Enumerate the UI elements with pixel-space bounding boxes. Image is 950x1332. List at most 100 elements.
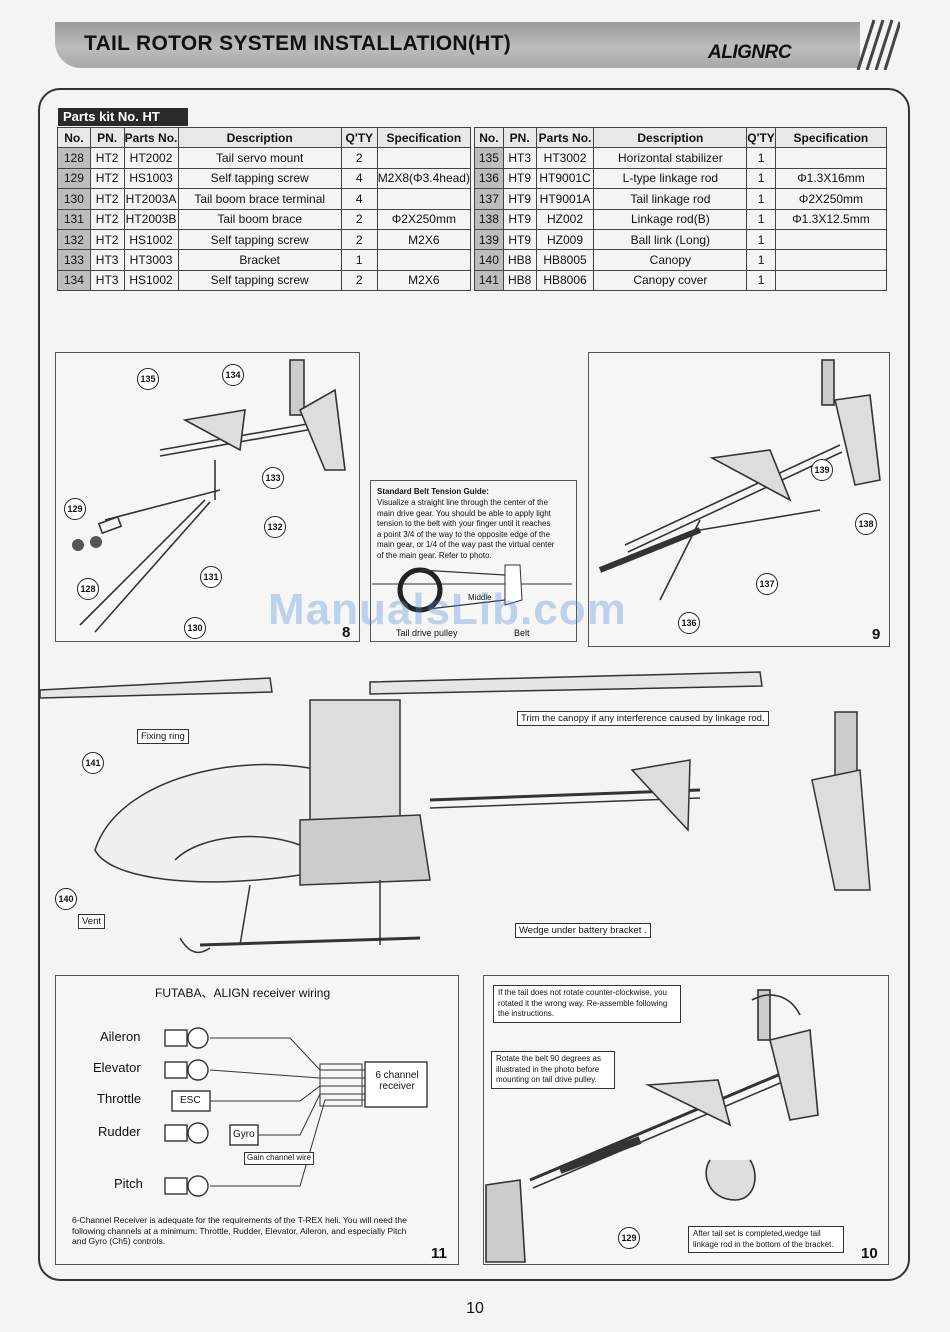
esc-label: ESC bbox=[180, 1095, 201, 1106]
table-cell: 138 bbox=[474, 208, 504, 230]
table-cell: Self tapping screw bbox=[177, 269, 342, 292]
wedge-rod-note: After tail set is completed,wedge tail l… bbox=[688, 1226, 844, 1253]
channel-aileron: Aileron bbox=[100, 1029, 141, 1044]
callout-139: 139 bbox=[811, 459, 833, 481]
table-cell: Horizontal stabilizer bbox=[593, 147, 748, 169]
col-parts-no: Parts No. bbox=[535, 126, 595, 149]
table-header-row: No. PN. Parts No. Description Q'TY Speci… bbox=[57, 126, 472, 149]
table-cell: 133 bbox=[57, 249, 91, 271]
wiring-title: FUTABA、ALIGN receiver wiring bbox=[155, 986, 331, 1000]
callout-131: 131 bbox=[200, 566, 222, 588]
table-cell: 2 bbox=[340, 269, 378, 292]
table-cell: 137 bbox=[474, 188, 504, 210]
table-cell: Φ2X250mm bbox=[376, 208, 472, 230]
header-bar bbox=[55, 22, 860, 68]
col-qty: Q'TY bbox=[746, 126, 776, 149]
wedge-label: Wedge under battery bracket . bbox=[515, 923, 651, 938]
belt-guide-title: Standard Belt Tension Guide: bbox=[377, 487, 489, 496]
parts-table-left: No. PN. Parts No. Description Q'TY Speci… bbox=[57, 126, 472, 292]
vent-label: Vent bbox=[78, 914, 106, 929]
table-cell: 130 bbox=[57, 188, 91, 210]
table-cell: HT2 bbox=[89, 167, 125, 190]
gain-channel-label: Gain channel wire bbox=[244, 1152, 315, 1165]
receiver-label: 6 channel receiver bbox=[375, 1070, 419, 1092]
table-cell: 132 bbox=[57, 228, 91, 251]
table-cell: HT3003 bbox=[123, 249, 179, 271]
channel-rudder: Rudder bbox=[98, 1124, 141, 1139]
table-cell: 134 bbox=[57, 269, 91, 292]
table-header-row: No. PN. Parts No. Description Q'TY Speci… bbox=[474, 126, 888, 149]
table-cell: HS1002 bbox=[123, 228, 179, 251]
step-number: 8 bbox=[342, 624, 351, 641]
col-description: Description bbox=[593, 126, 748, 149]
step-number: 11 bbox=[431, 1245, 447, 1262]
table-cell: 128 bbox=[57, 147, 91, 169]
table-cell: HT2003B bbox=[123, 208, 179, 230]
table-cell: Φ2X250mm bbox=[774, 188, 888, 210]
channel-pitch: Pitch bbox=[114, 1176, 143, 1191]
table-cell: 129 bbox=[57, 167, 91, 190]
trim-canopy-label: Trim the canopy if any interference caus… bbox=[517, 711, 769, 726]
belt-label: Belt bbox=[514, 628, 530, 638]
step-11-panel bbox=[55, 975, 459, 1265]
col-pn: PN. bbox=[89, 126, 125, 149]
callout-133: 133 bbox=[262, 467, 284, 489]
table-cell: HS1002 bbox=[123, 269, 179, 292]
table-cell: HT3 bbox=[89, 269, 125, 292]
fixing-ring-label: Fixing ring bbox=[137, 729, 189, 744]
watermark: ManualsLib.com bbox=[268, 585, 627, 634]
gyro-label: Gyro bbox=[233, 1129, 255, 1140]
step-number: 10 bbox=[861, 1245, 878, 1262]
col-no: No. bbox=[474, 126, 504, 149]
callout-132: 132 bbox=[264, 516, 286, 538]
table-cell: Canopy cover bbox=[593, 269, 748, 292]
table-cell: HT3 bbox=[89, 249, 125, 271]
page-title: TAIL ROTOR SYSTEM INSTALLATION(HT) bbox=[84, 32, 512, 55]
table-cell: L-type linkage rod bbox=[593, 167, 748, 190]
table-cell: 135 bbox=[474, 147, 504, 169]
table-cell: 139 bbox=[474, 228, 504, 251]
callout-130: 130 bbox=[184, 617, 206, 639]
callout-135: 135 bbox=[137, 368, 159, 390]
content-frame bbox=[38, 88, 910, 1281]
col-specification: Specification bbox=[376, 126, 472, 149]
table-cell: Tail servo mount bbox=[177, 147, 342, 169]
belt-guide-text: Visualize a straight line through the ce… bbox=[377, 498, 555, 560]
callout-141: 141 bbox=[82, 752, 104, 774]
col-pn: PN. bbox=[502, 126, 537, 149]
middle-label: Middle bbox=[468, 593, 492, 602]
callout-137: 137 bbox=[756, 573, 778, 595]
belt-guide-panel bbox=[370, 480, 577, 642]
header-stripes bbox=[856, 19, 900, 70]
callout-136: 136 bbox=[678, 612, 700, 634]
callout-138: 138 bbox=[855, 513, 877, 535]
callout-134: 134 bbox=[222, 364, 244, 386]
parts-table-right: No. PN. Parts No. Description Q'TY Speci… bbox=[474, 126, 888, 292]
table-cell: Tail boom brace terminal bbox=[177, 188, 342, 210]
channel-elevator: Elevator bbox=[93, 1060, 141, 1075]
page-number: 10 bbox=[466, 1300, 484, 1317]
channel-throttle: Throttle bbox=[97, 1091, 142, 1106]
table-cell: 1 bbox=[746, 269, 776, 292]
col-qty: Q'TY bbox=[340, 126, 378, 149]
table-cell: M2X6 bbox=[376, 269, 472, 292]
table-cell: HS1003 bbox=[123, 167, 179, 190]
rotation-note: If the tail does not rotate counter-cloc… bbox=[493, 985, 681, 1023]
table-cell: Tail boom brace bbox=[177, 208, 342, 230]
step-number: 9 bbox=[872, 626, 881, 643]
callout-129: 129 bbox=[64, 498, 86, 520]
callout-128: 128 bbox=[77, 578, 99, 600]
table-cell: Φ1.3X12.5mm bbox=[774, 208, 888, 230]
step-10-panel bbox=[483, 975, 889, 1265]
